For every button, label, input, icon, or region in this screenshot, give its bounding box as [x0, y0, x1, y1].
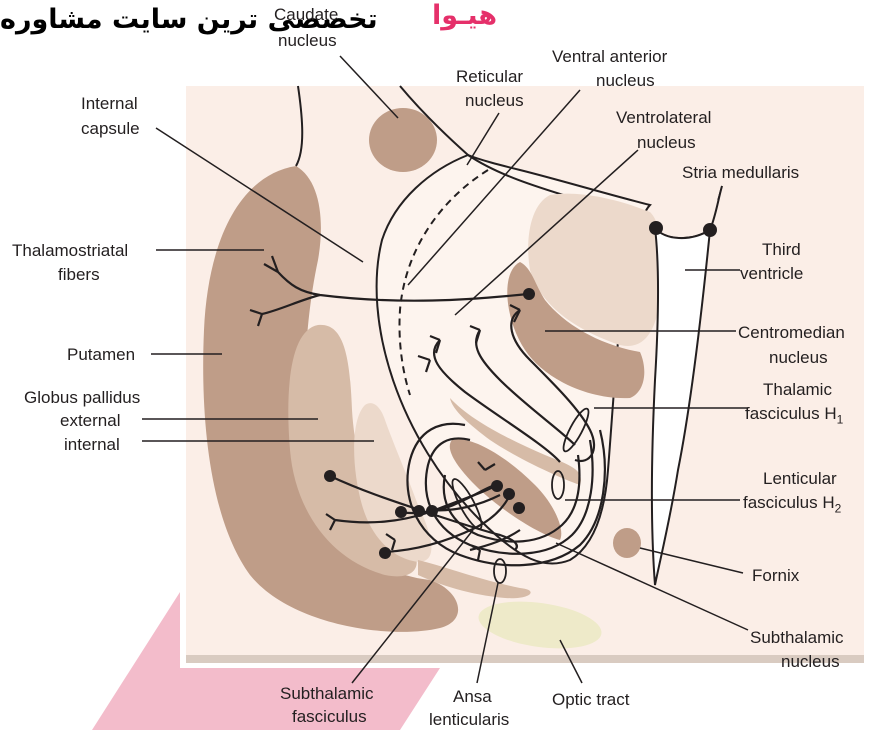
endpoint-dot [395, 506, 407, 518]
label-ventrolateral-line1: Ventrolateral [616, 107, 711, 128]
endpoint-dot [491, 480, 503, 492]
section-bottom-edge [186, 655, 864, 663]
label-lenticular-fasciculus-line2: fasciculus H2 [743, 492, 841, 519]
label-reticular-line1: Reticular [456, 66, 523, 87]
label-subthalamic-fasciculus-line2: fasciculus [292, 706, 367, 727]
label-ansa-lenticularis-line2: lenticularis [429, 709, 509, 730]
label-third-ventricle-line1: Third [762, 239, 801, 260]
stria-medullaris-dot-left [649, 221, 663, 235]
endpoint-dot [413, 505, 425, 517]
endpoint-dot [523, 288, 535, 300]
label-putamen: Putamen [67, 344, 135, 365]
endpoint-dot [503, 488, 515, 500]
label-caudate-line1: Caudate [274, 4, 338, 25]
label-subthalamic-nucleus-line1: Subthalamic [750, 627, 844, 648]
watermark-white-gap [180, 663, 440, 668]
fornix [613, 528, 641, 558]
label-globus-pallidus-internal: internal [64, 434, 120, 455]
label-caudate-line2: nucleus [278, 30, 337, 51]
label-internal-capsule-line1: Internal [81, 93, 138, 114]
endpoint-dot [426, 505, 438, 517]
label-centromedian-line1: Centromedian [738, 322, 845, 343]
label-thalamic-fasciculus-line2: fasciculus H1 [745, 403, 843, 430]
endpoint-dot [324, 470, 336, 482]
endpoint-dot [513, 502, 525, 514]
label-ventral-anterior-line1: Ventral anterior [552, 46, 667, 67]
label-globus-pallidus: Globus pallidus [24, 387, 140, 408]
label-subthalamic-fasciculus-line1: Subthalamic [280, 683, 374, 704]
endpoint-dot [379, 547, 391, 559]
label-globus-pallidus-external: external [60, 410, 120, 431]
label-thalamostriatal-line2: fibers [58, 264, 100, 285]
watermark-shape-left [92, 592, 180, 730]
label-lenticular-fasciculus-line1: Lenticular [763, 468, 837, 489]
label-reticular-line2: nucleus [465, 90, 524, 111]
label-thalamostriatal-line1: Thalamostriatal [12, 240, 128, 261]
label-third-ventricle-line2: ventricle [740, 263, 803, 284]
label-ventrolateral-line2: nucleus [637, 132, 696, 153]
label-stria-medullaris: Stria medullaris [682, 162, 799, 183]
label-fornix: Fornix [752, 565, 799, 586]
stria-medullaris-dot-right [703, 223, 717, 237]
watermark-brand: هیـوا [432, 0, 497, 32]
label-thalamic-fasciculus-line1: Thalamic [763, 379, 832, 400]
label-ansa-lenticularis-line1: Ansa [453, 686, 492, 707]
label-ventral-anterior-line2: nucleus [596, 70, 655, 91]
caudate-nucleus [369, 108, 437, 172]
label-centromedian-line2: nucleus [769, 347, 828, 368]
label-internal-capsule-line2: capsule [81, 118, 140, 139]
label-optic-tract: Optic tract [552, 689, 629, 710]
label-subthalamic-nucleus-line2: nucleus [781, 651, 840, 672]
